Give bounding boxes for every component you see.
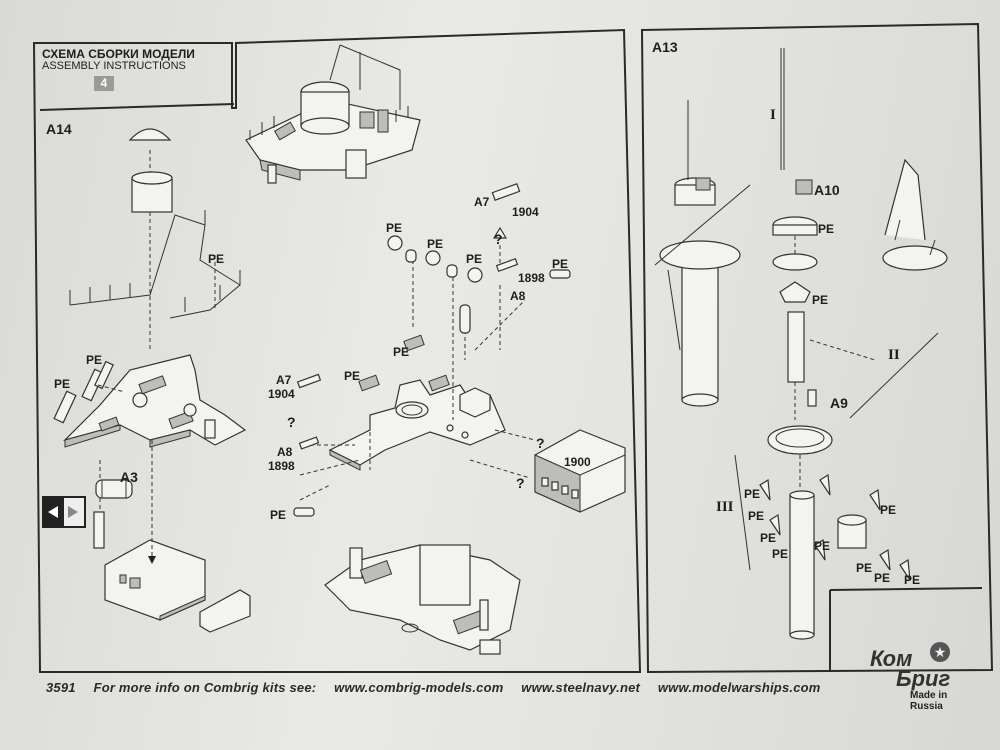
previous-step-arrow-icon	[42, 496, 86, 528]
footer-url-steelnavy[interactable]: www.steelnavy.net	[521, 680, 641, 695]
label-pe-bottom-left: PE	[270, 508, 287, 522]
made-in-russia: Made in Russia	[910, 690, 948, 712]
label-a7-left: A7	[276, 373, 292, 387]
arrow-left-icon	[44, 498, 64, 526]
label-1900: 1900	[564, 455, 591, 469]
label-1898-top: 1898	[518, 271, 545, 285]
a14-drawing	[53, 128, 251, 633]
label-a3: A3	[120, 469, 138, 485]
combrig-logo: Ком ★ Бриг Made in Russia	[870, 642, 980, 712]
kit-number: 3591	[46, 680, 76, 695]
footer-url-combrig[interactable]: www.combrig-models.com	[334, 680, 504, 695]
label-1904-top: 1904	[512, 205, 539, 219]
center-deck-drawing	[293, 183, 626, 517]
a13-drawing	[654, 48, 948, 640]
star-icon: ★	[930, 642, 950, 662]
section-a13: A13	[652, 39, 678, 55]
label-pe-a13-4: PE	[772, 547, 789, 561]
label-pe-wheel-2: PE	[427, 237, 444, 251]
label-1898-left: 1898	[268, 459, 295, 473]
left-panel-inner	[39, 44, 235, 111]
label-pe-a13-6: PE	[880, 503, 897, 517]
label-pe-ladder-1: PE	[86, 353, 103, 367]
footer-info: For more info on Combrig kits see:	[93, 680, 317, 695]
label-a7-top: A7	[474, 195, 490, 209]
label-a8-left: A8	[277, 445, 293, 459]
top-assembly-drawing	[245, 44, 421, 184]
label-pe-a14-rail: PE	[208, 252, 225, 266]
logo-line-2: Бриг	[896, 666, 951, 691]
label-pe-a13-8: PE	[874, 571, 891, 585]
label-pe-ladder-2: PE	[54, 377, 71, 391]
label-pe-a13-5: PE	[814, 539, 831, 553]
label-question-top: ?	[494, 231, 503, 247]
right-panel-frame	[640, 22, 994, 674]
label-pe-a13-9: PE	[904, 573, 921, 587]
label-question-right-2: ?	[516, 475, 525, 491]
label-pe-a13-1: PE	[744, 487, 761, 501]
label-pe-a13-2: PE	[748, 509, 765, 523]
footer-url-modelwarships[interactable]: www.modelwarships.com	[657, 680, 821, 695]
label-roman-2: II	[888, 347, 900, 363]
label-pe-wheel-3: PE	[466, 252, 483, 266]
bottom-assembly-drawing	[324, 544, 521, 655]
footer: 3591 For more info on Combrig kits see: …	[46, 680, 835, 695]
label-pe-a13-ring: PE	[818, 222, 835, 236]
label-pe-a13-7: PE	[856, 561, 873, 575]
label-a8-top: A8	[510, 289, 526, 303]
label-pe-center: PE	[393, 345, 410, 359]
label-a10: A10	[814, 182, 840, 198]
logo-line-1: Ком	[870, 646, 913, 671]
title-en: ASSEMBLY INSTRUCTIONS	[42, 60, 186, 72]
title-ru: СХЕМА СБОРКИ МОДЕЛИ	[42, 47, 195, 61]
label-pe-wheel-1: PE	[386, 221, 403, 235]
label-1904-left: 1904	[268, 387, 295, 401]
label-pe-deck: PE	[344, 369, 361, 383]
label-roman-1: I	[770, 107, 776, 123]
label-a9: A9	[830, 395, 848, 411]
label-pe-a13-bracket: PE	[812, 293, 829, 307]
label-pe-a13-3: PE	[760, 531, 777, 545]
label-pe-right: PE	[552, 257, 569, 271]
label-question-right-1: ?	[536, 435, 545, 451]
section-a14: A14	[46, 121, 72, 137]
step-badge: 4	[94, 76, 114, 91]
label-question-left: ?	[287, 414, 296, 430]
label-roman-3: III	[716, 499, 734, 515]
